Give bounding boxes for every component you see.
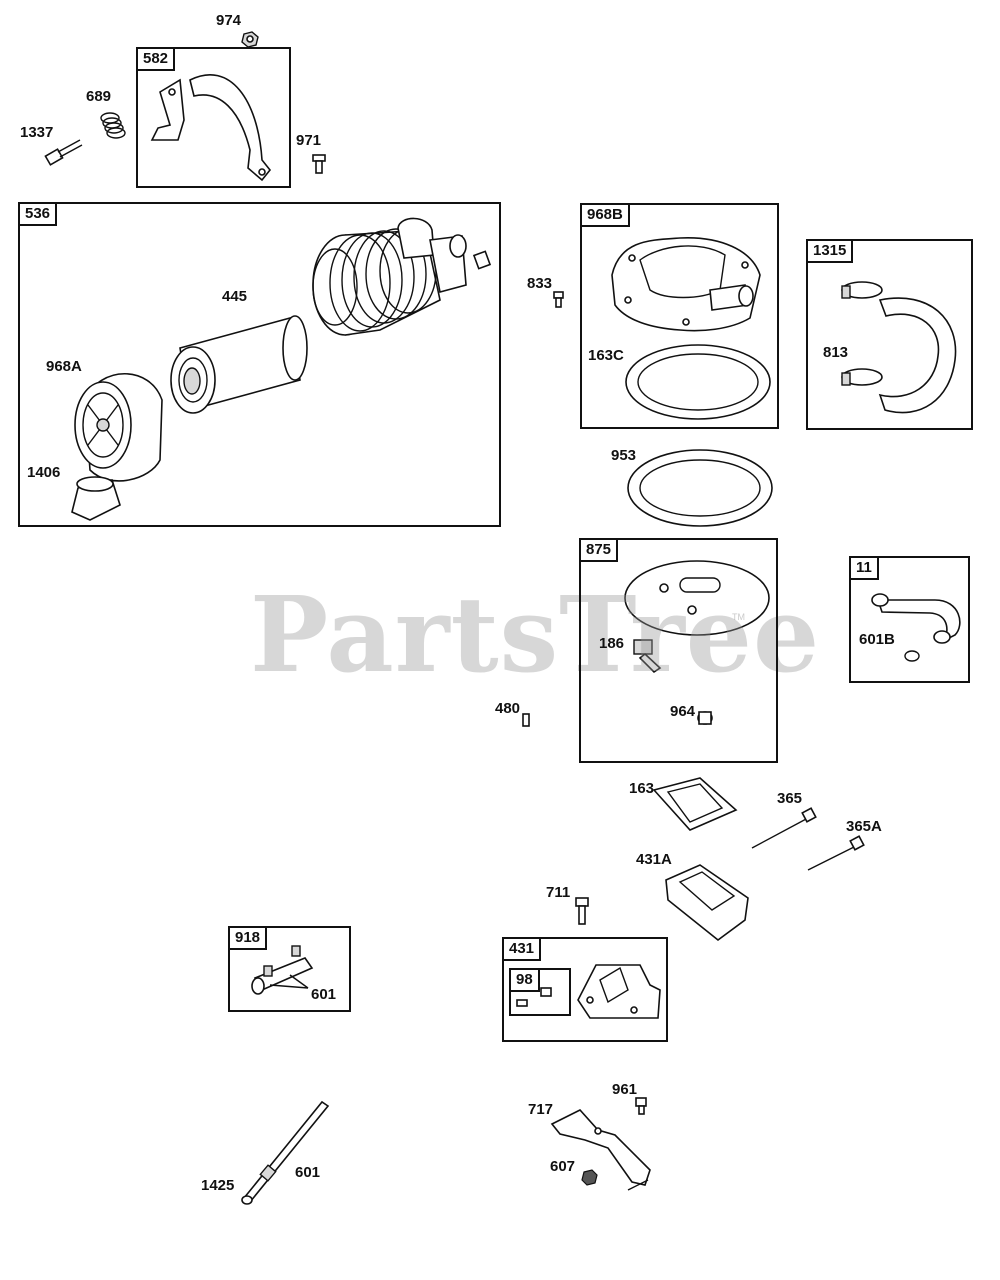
part-711-screw-drawing bbox=[575, 897, 589, 925]
part-label-1425[interactable]: 1425 bbox=[201, 1177, 235, 1194]
part-365-bolts-drawing bbox=[751, 807, 865, 871]
group-box-582[interactable]: 582 bbox=[136, 47, 291, 188]
part-1337-stud-drawing bbox=[44, 139, 83, 166]
part-163C-gasket-drawing bbox=[625, 344, 771, 420]
group-box-431[interactable]: 431 bbox=[502, 937, 668, 1042]
part-717-bracket-drawing bbox=[550, 1109, 651, 1191]
part-974-nut-drawing bbox=[241, 31, 259, 48]
part-953-gasket-drawing bbox=[627, 449, 773, 527]
part-961-screw-drawing bbox=[635, 1097, 647, 1115]
group-tag-98[interactable]: 98 bbox=[509, 968, 540, 992]
group-tag-431[interactable]: 431 bbox=[502, 937, 542, 961]
group-box-1315[interactable]: 1315 bbox=[806, 239, 973, 430]
part-label-964[interactable]: 964 bbox=[670, 703, 696, 720]
part-label-601-918[interactable]: 601 bbox=[311, 986, 337, 1003]
parts-tree-watermark: PartsTree bbox=[250, 573, 821, 696]
group-tag-582[interactable]: 582 bbox=[136, 47, 176, 71]
part-968B-cover-drawing bbox=[611, 237, 761, 332]
part-label-711[interactable]: 711 bbox=[546, 884, 571, 901]
part-582-bracket-drawing bbox=[150, 74, 272, 182]
part-label-163C[interactable]: 163C bbox=[588, 347, 624, 364]
part-607-nut-drawing bbox=[581, 1169, 598, 1186]
part-label-601-1425[interactable]: 601 bbox=[295, 1164, 321, 1181]
group-tag-11[interactable]: 11 bbox=[849, 556, 879, 580]
part-label-1337[interactable]: 1337 bbox=[20, 124, 54, 141]
part-label-953[interactable]: 953 bbox=[611, 447, 637, 464]
part-1425-tube-drawing bbox=[241, 1100, 330, 1205]
part-11-tube-drawing bbox=[871, 593, 961, 662]
part-918-fitting-drawing bbox=[251, 945, 314, 995]
part-label-971[interactable]: 971 bbox=[296, 132, 322, 149]
group-box-98[interactable]: 98 bbox=[509, 968, 571, 1016]
part-label-431A[interactable]: 431A bbox=[636, 851, 672, 868]
part-label-689[interactable]: 689 bbox=[86, 88, 112, 105]
watermark-trademark: TM bbox=[732, 612, 745, 622]
part-label-365A[interactable]: 365A bbox=[846, 818, 882, 835]
part-label-607[interactable]: 607 bbox=[550, 1158, 576, 1175]
part-label-968A[interactable]: 968A bbox=[46, 358, 82, 375]
part-label-974[interactable]: 974 bbox=[216, 12, 242, 29]
part-label-601B[interactable]: 601B bbox=[859, 631, 895, 648]
group-box-875[interactable]: 875 bbox=[579, 538, 778, 763]
group-tag-536[interactable]: 536 bbox=[18, 202, 58, 226]
part-label-186[interactable]: 186 bbox=[599, 635, 625, 652]
part-1315-hose-drawing bbox=[841, 281, 957, 414]
part-431-elbow-drawing bbox=[516, 964, 661, 1019]
group-box-11[interactable]: 11 bbox=[849, 556, 970, 683]
part-label-480[interactable]: 480 bbox=[495, 700, 521, 717]
part-971-screw-drawing bbox=[312, 154, 326, 174]
group-box-536[interactable]: 536 bbox=[18, 202, 501, 527]
part-label-445[interactable]: 445 bbox=[222, 288, 248, 305]
part-480-screw-drawing bbox=[522, 713, 530, 727]
part-875-plate-drawing bbox=[624, 560, 770, 725]
group-tag-918[interactable]: 918 bbox=[228, 926, 268, 950]
group-tag-1315[interactable]: 1315 bbox=[806, 239, 854, 263]
part-163-gasket-drawing bbox=[652, 777, 738, 831]
part-label-163[interactable]: 163 bbox=[629, 780, 655, 797]
part-label-833[interactable]: 833 bbox=[527, 275, 553, 292]
group-tag-968B[interactable]: 968B bbox=[580, 203, 630, 227]
part-label-717[interactable]: 717 bbox=[528, 1101, 554, 1118]
part-label-813[interactable]: 813 bbox=[823, 344, 849, 361]
group-tag-875[interactable]: 875 bbox=[579, 538, 619, 562]
part-label-961[interactable]: 961 bbox=[612, 1081, 638, 1098]
group-box-968B[interactable]: 968B bbox=[580, 203, 779, 429]
part-431A-spacer-drawing bbox=[665, 864, 749, 942]
part-label-1406[interactable]: 1406 bbox=[27, 464, 61, 481]
part-536-aircleaner-drawing bbox=[71, 217, 492, 521]
group-box-918[interactable]: 918 bbox=[228, 926, 351, 1012]
part-689-spring-drawing bbox=[100, 112, 126, 139]
part-label-365[interactable]: 365 bbox=[777, 790, 803, 807]
part-833-screw-drawing bbox=[553, 291, 564, 308]
